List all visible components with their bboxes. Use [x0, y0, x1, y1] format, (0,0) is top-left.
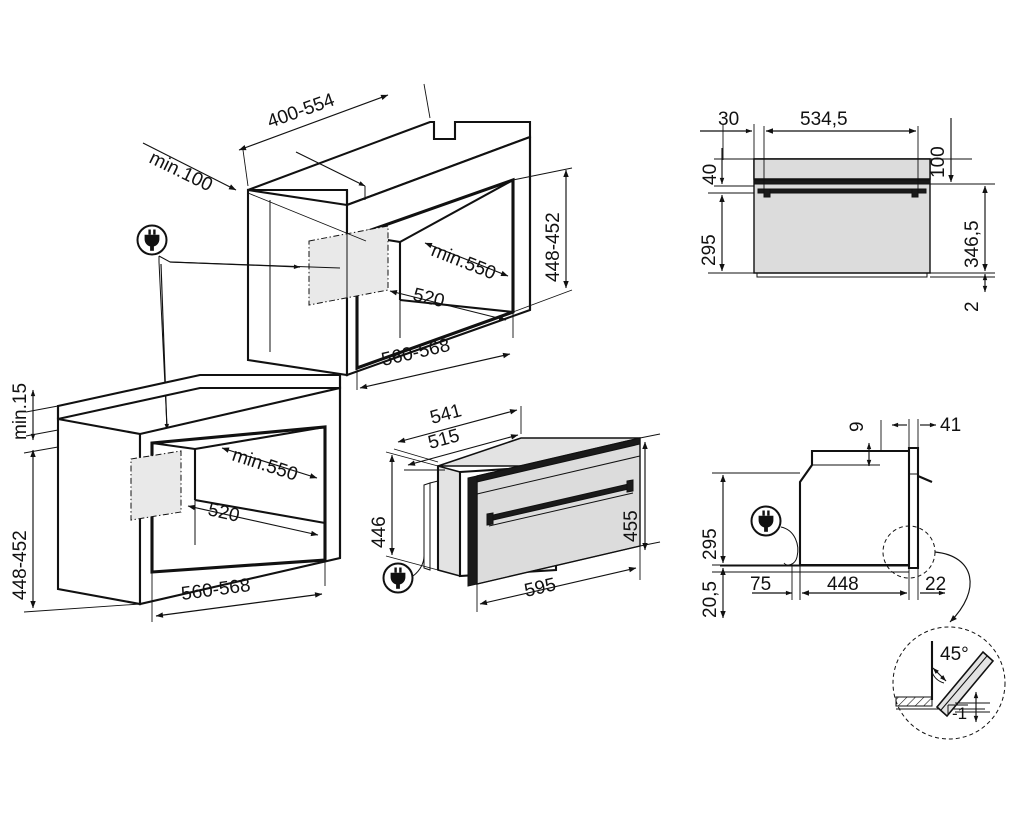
socket-zone-upper — [308, 225, 389, 306]
dim-455: 455 — [621, 433, 661, 551]
dim-346-5: 346,5 — [930, 183, 995, 274]
dim-448-452-lower: 448-452 — [10, 446, 141, 613]
dim-label-minus-1: -1 — [952, 704, 967, 723]
detail-door-panel — [935, 650, 995, 718]
dim-label-346-5: 346,5 — [962, 220, 983, 268]
dim-9: 9 — [812, 420, 882, 467]
detail-callout-leader — [882, 525, 971, 623]
dim-label-2: 2 — [962, 301, 983, 312]
dim-label-20-5: 20,5 — [700, 581, 721, 618]
view-side-section — [720, 446, 933, 573]
dim-label-448: 448 — [827, 574, 859, 595]
dim-446: 446 — [369, 451, 439, 571]
cabinet-upper-top-slab — [247, 120, 532, 207]
dim-40: 40 — [700, 148, 754, 187]
cabinet-lower-carcass — [56, 386, 342, 606]
dim-label-515: 515 — [426, 425, 462, 453]
dim-label-595: 595 — [522, 574, 558, 602]
dim-295-side: 295 — [700, 472, 800, 566]
plug-icon — [136, 224, 168, 256]
dim-label-455: 455 — [621, 510, 642, 542]
dim-22: 22 — [917, 566, 946, 600]
dim-75: 75 — [750, 566, 801, 600]
dim-label-45-deg: 45° — [940, 644, 969, 665]
oven-side-face — [437, 464, 461, 578]
dim-label-448-452-upper: 448-452 — [543, 212, 564, 282]
view-appliance-oven — [423, 437, 641, 587]
dim-label-30: 30 — [718, 109, 739, 130]
dim-label-295: 295 — [699, 234, 720, 266]
dim-label-min-15: min.15 — [10, 383, 31, 440]
dim-2: 2 — [930, 273, 995, 312]
oven-door-left-edge — [467, 475, 478, 587]
dim-label-22: 22 — [925, 574, 946, 595]
dim-label-40: 40 — [700, 164, 721, 185]
side-section-body — [798, 449, 913, 567]
dim-label-9: 9 — [847, 421, 868, 432]
dim-label-min-100: min.100 — [146, 148, 216, 197]
dim-label-295-side: 295 — [700, 528, 721, 560]
dim-min-15: min.15 — [10, 383, 59, 441]
dim-label-446: 446 — [369, 516, 390, 548]
dim-295: 295 — [699, 192, 754, 274]
dim-label-75: 75 — [750, 574, 771, 595]
view-front-elevation — [753, 158, 931, 278]
plug-icon — [382, 562, 414, 594]
plug-icon-oven-group — [382, 485, 425, 594]
front-control-band — [753, 158, 931, 180]
dim-label-448-452-lower: 448-452 — [10, 530, 31, 600]
dim-label-100: 100 — [928, 146, 949, 178]
dim-41: 41 — [891, 415, 961, 450]
dim-448: 448 — [799, 566, 910, 600]
dim-label-534-5: 534,5 — [800, 109, 848, 130]
side-section-door — [907, 446, 920, 570]
dim-label-400-554: 400-554 — [265, 89, 338, 132]
plug-icon — [750, 505, 782, 537]
view-cabinet-lower — [56, 373, 342, 606]
socket-zone-lower — [130, 450, 182, 521]
detail-hatched-shelf — [895, 696, 933, 707]
front-trim-line — [753, 179, 931, 185]
view-detail-callout: 45° -1 — [892, 626, 1006, 740]
dim-label-41: 41 — [940, 415, 961, 436]
dim-448-452-upper: 448-452 — [512, 167, 573, 313]
dim-534-5: 534,5 — [763, 109, 919, 190]
dim-30: 30 — [700, 109, 755, 160]
dim-20-5: 20,5 — [700, 567, 800, 619]
view-cabinet-upper — [246, 120, 532, 377]
front-handle-bar — [757, 188, 927, 194]
dim-100: 100 — [928, 118, 972, 185]
dim-label-541: 541 — [428, 400, 464, 428]
